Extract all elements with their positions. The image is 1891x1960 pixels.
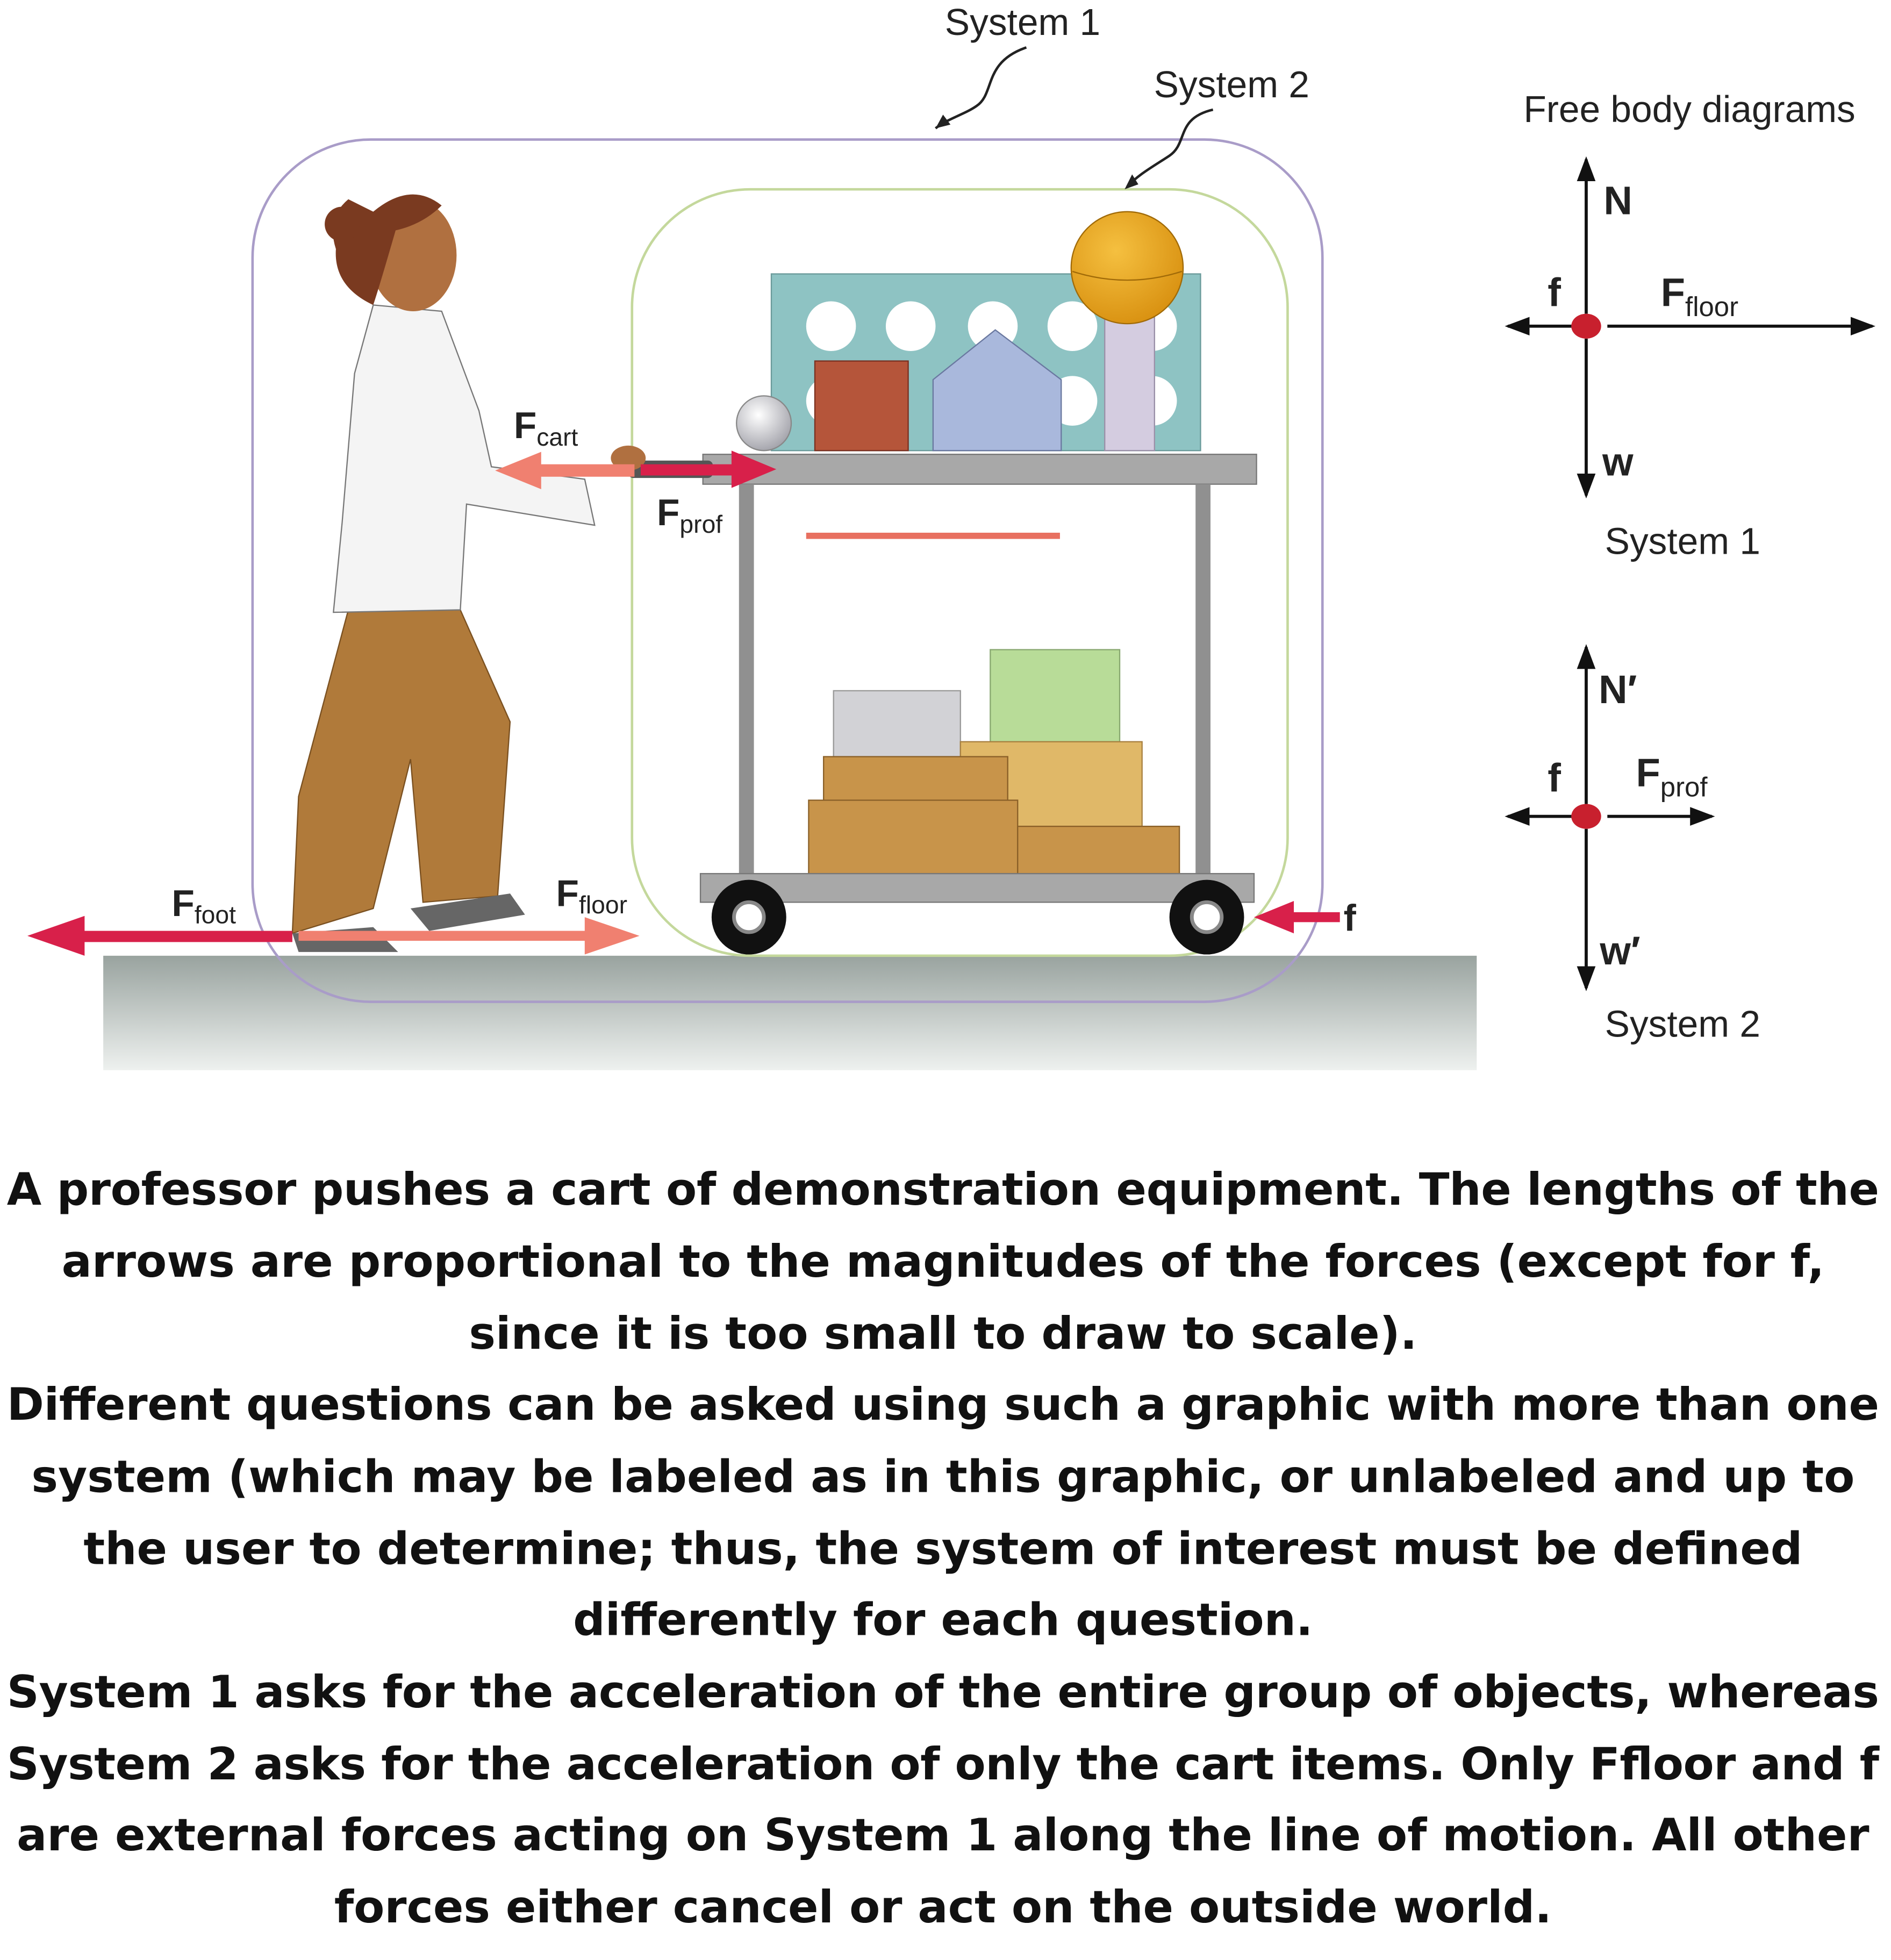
fbd2-fprof-label: Fprof	[1636, 750, 1708, 803]
fbd2-n-label: N′	[1599, 667, 1637, 712]
caption-line: System 1 asks for the acceleration of th…	[7, 1666, 1879, 1718]
f-floor-arrow	[298, 917, 640, 955]
f-prof-arrow	[640, 450, 777, 488]
cart	[628, 211, 1257, 955]
f-foot-label: Ffoot	[171, 882, 236, 929]
caption-line: differently for each question.	[573, 1594, 1313, 1646]
fbd1-f-label: f	[1548, 270, 1561, 315]
f-floor-label: Ffloor	[556, 872, 627, 919]
f-cart-arrow	[495, 452, 635, 489]
friction-arrow	[1253, 901, 1340, 934]
system1-pointer-icon	[935, 46, 1027, 130]
caption-line: Different questions can be asked using s…	[7, 1378, 1879, 1430]
fbd2-system-label: System 2	[1605, 1003, 1760, 1045]
fbd2-f-label: f	[1548, 755, 1561, 800]
fbd1-w-label: w	[1602, 439, 1634, 484]
floor	[103, 955, 1477, 1070]
fbd-system1	[1505, 156, 1876, 499]
system2-label: System 2	[1154, 63, 1309, 105]
system2-pointer-icon	[1126, 108, 1214, 188]
fbd-title: Free body diagrams	[1523, 88, 1855, 130]
system1-outline	[251, 138, 1324, 1003]
fbd-system2	[1505, 644, 1715, 991]
caption-line: forces either cancel or act on the outsi…	[334, 1881, 1552, 1933]
fbd2-w-label: w′	[1599, 928, 1640, 973]
friction-label: f	[1344, 897, 1357, 939]
system1-label: System 1	[945, 1, 1100, 43]
caption-line: are external forces acting on System 1 a…	[17, 1809, 1869, 1861]
caption: A professor pushes a cart of demonstrati…	[7, 1163, 1880, 1933]
caption-line: system (which may be labeled as in this …	[31, 1450, 1854, 1503]
fbd-system2-dot	[1571, 804, 1601, 829]
f-foot-arrow	[27, 915, 292, 956]
caption-line: the user to determine; thus, the system …	[83, 1523, 1802, 1575]
fbd1-n-label: N	[1603, 178, 1632, 223]
fbd1-ffloor-label: Ffloor	[1661, 270, 1738, 323]
caption-line: arrows are proportional to the magnitude…	[62, 1235, 1825, 1287]
f-prof-label: Fprof	[657, 491, 722, 538]
caption-line: A professor pushes a cart of demonstrati…	[7, 1163, 1879, 1215]
f-cart-label: Fcart	[514, 404, 578, 451]
caption-line: since it is too small to draw to scale).	[469, 1307, 1417, 1360]
professor	[291, 194, 646, 952]
caption-line: System 2 asks for the acceleration of on…	[7, 1738, 1880, 1790]
system2-outline	[631, 188, 1289, 957]
ball	[1070, 211, 1184, 325]
fbd-system1-dot	[1571, 313, 1601, 339]
fbd1-system-label: System 1	[1605, 520, 1760, 562]
